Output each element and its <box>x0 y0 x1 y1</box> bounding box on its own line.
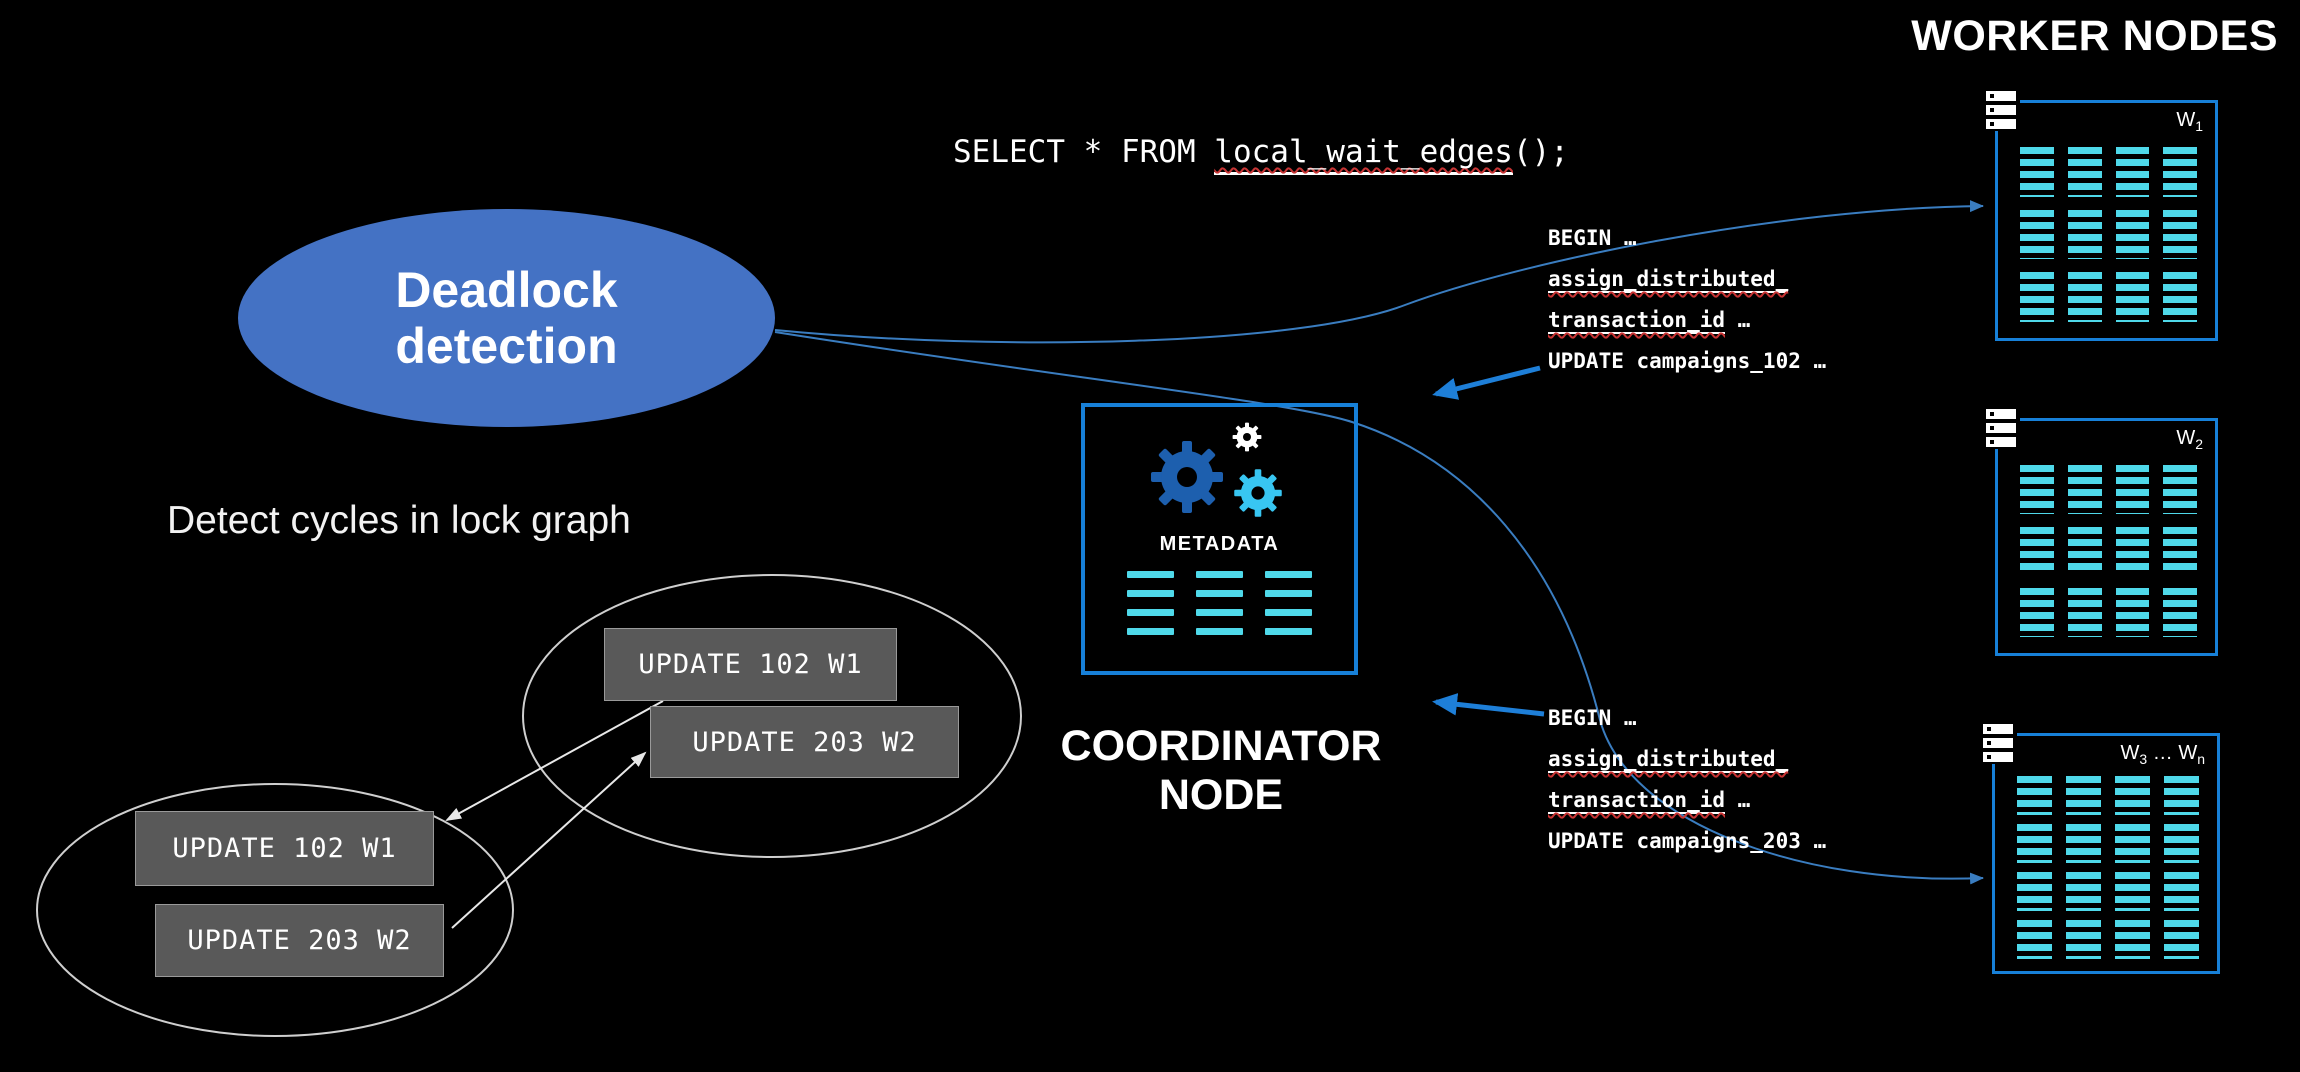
txn2-line-assign: assign_distributed_ <box>1548 739 1826 780</box>
coordinator-title-line-2: NODE <box>1158 771 1284 820</box>
server-icon <box>1982 407 2020 449</box>
lock-box-cycle2-update-203-w2: UPDATE 203 W2 <box>155 904 444 977</box>
lock-wait-arrow-down <box>445 700 664 821</box>
lock-wait-arrow-up <box>451 751 647 929</box>
worker-2-label: W2 <box>2176 427 2203 452</box>
worker-2-label-sub: 2 <box>2195 436 2203 452</box>
coordinator-node-box: METADATA <box>1081 403 1358 675</box>
worker-node-3: W3 … Wn <box>1979 722 2220 974</box>
lock-cycle-ellipse-1 <box>522 574 1022 858</box>
txn2-txnid-rest: … <box>1725 788 1751 812</box>
txn1-txnid-underline: transaction_id <box>1548 308 1726 334</box>
connector-to-worker1 <box>774 200 1984 344</box>
txn2-line-transaction-id: transaction_id … <box>1548 780 1826 821</box>
deadlock-detection-bubble: Deadlock detection <box>238 209 775 427</box>
worker-3-label-base2: W <box>2178 742 2198 764</box>
txn2-line-update: UPDATE campaigns_203 … <box>1548 829 1827 853</box>
txn2-txnid-text: transaction_id <box>1548 788 1726 812</box>
txn2-assign-text: assign_distributed_ <box>1548 747 1789 771</box>
server-icon <box>1979 722 2017 764</box>
lock-box-cycle1-update-203-w2: UPDATE 203 W2 <box>650 706 959 778</box>
transaction-snippet-2: BEGIN … assign_distributed_ transaction_… <box>1548 698 1826 862</box>
worker-2-label-base: W <box>2176 427 2196 449</box>
lock-box-cycle1-update-102-w1: UPDATE 102 W1 <box>604 628 897 701</box>
txn1-txnid-rest: … <box>1725 308 1751 332</box>
txn1-line-assign: assign_distributed_ <box>1548 259 1826 300</box>
arrow-txn1-to-coordinator <box>1432 365 1541 400</box>
worker-2-shard-tables <box>2020 465 2197 637</box>
worker-node-1: W1 <box>1982 89 2218 341</box>
sql-function: local_wait_edges <box>1214 134 1513 170</box>
txn1-line-update: UPDATE campaigns_102 … <box>1548 349 1827 373</box>
coordinator-title-line-1: COORDINATOR <box>1060 722 1382 770</box>
worker-3-label-mid: … <box>2147 742 2179 764</box>
server-icon <box>1982 89 2020 131</box>
worker-1-shard-tables <box>2020 147 2197 322</box>
worker-3-label-sub: 3 <box>2139 751 2148 767</box>
sql-query: SELECT * FROM local_wait_edges(); <box>953 134 1569 175</box>
worker-1-label-sub: 1 <box>2195 118 2203 134</box>
worker-1-label: W1 <box>2176 109 2203 134</box>
sql-prefix: SELECT * FROM <box>953 134 1215 170</box>
txn2-txnid-underline: transaction_id <box>1548 788 1726 814</box>
arrow-txn2-to-coordinator <box>1432 693 1545 717</box>
transaction-snippet-1: BEGIN … assign_distributed_ transaction_… <box>1548 218 1826 382</box>
txn1-assign-text: assign_distributed_ <box>1548 267 1789 291</box>
metadata-table-icon <box>1127 571 1312 635</box>
txn1-txnid-text: transaction_id <box>1548 308 1726 332</box>
worker-1-label-base: W <box>2176 109 2196 131</box>
sql-function-underline: local_wait_edges <box>1214 134 1513 175</box>
worker-3-label: W3 … Wn <box>2121 742 2206 767</box>
connector-to-worker3 <box>774 331 1984 885</box>
lock-box-cycle2-update-102-w1: UPDATE 102 W1 <box>135 811 434 886</box>
worker-3-label-sub2: n <box>2197 751 2205 767</box>
worker-node-2: W2 <box>1982 407 2218 656</box>
bubble-line-1: Deadlock <box>395 262 618 318</box>
lock-cycle-ellipse-2 <box>36 783 514 1037</box>
bubble-line-2: detection <box>395 318 618 374</box>
metadata-label: METADATA <box>1159 533 1280 555</box>
txn1-line-transaction-id: transaction_id … <box>1548 300 1826 341</box>
txn2-line-begin: BEGIN … <box>1548 706 1637 730</box>
lock-graph-caption: Detect cycles in lock graph <box>167 499 631 542</box>
worker-nodes-heading: WORKER NODES <box>1911 12 2278 60</box>
worker-3-shard-tables <box>2017 776 2199 959</box>
txn1-assign-underline: assign_distributed_ <box>1548 267 1789 293</box>
worker-3-label-base: W <box>2120 742 2140 764</box>
sql-suffix: (); <box>1512 134 1569 170</box>
gears-icon <box>1150 422 1282 517</box>
txn1-line-begin: BEGIN … <box>1548 226 1637 250</box>
coordinator-node-title: COORDINATOR NODE <box>1021 722 1421 821</box>
txn2-assign-underline: assign_distributed_ <box>1548 747 1789 773</box>
